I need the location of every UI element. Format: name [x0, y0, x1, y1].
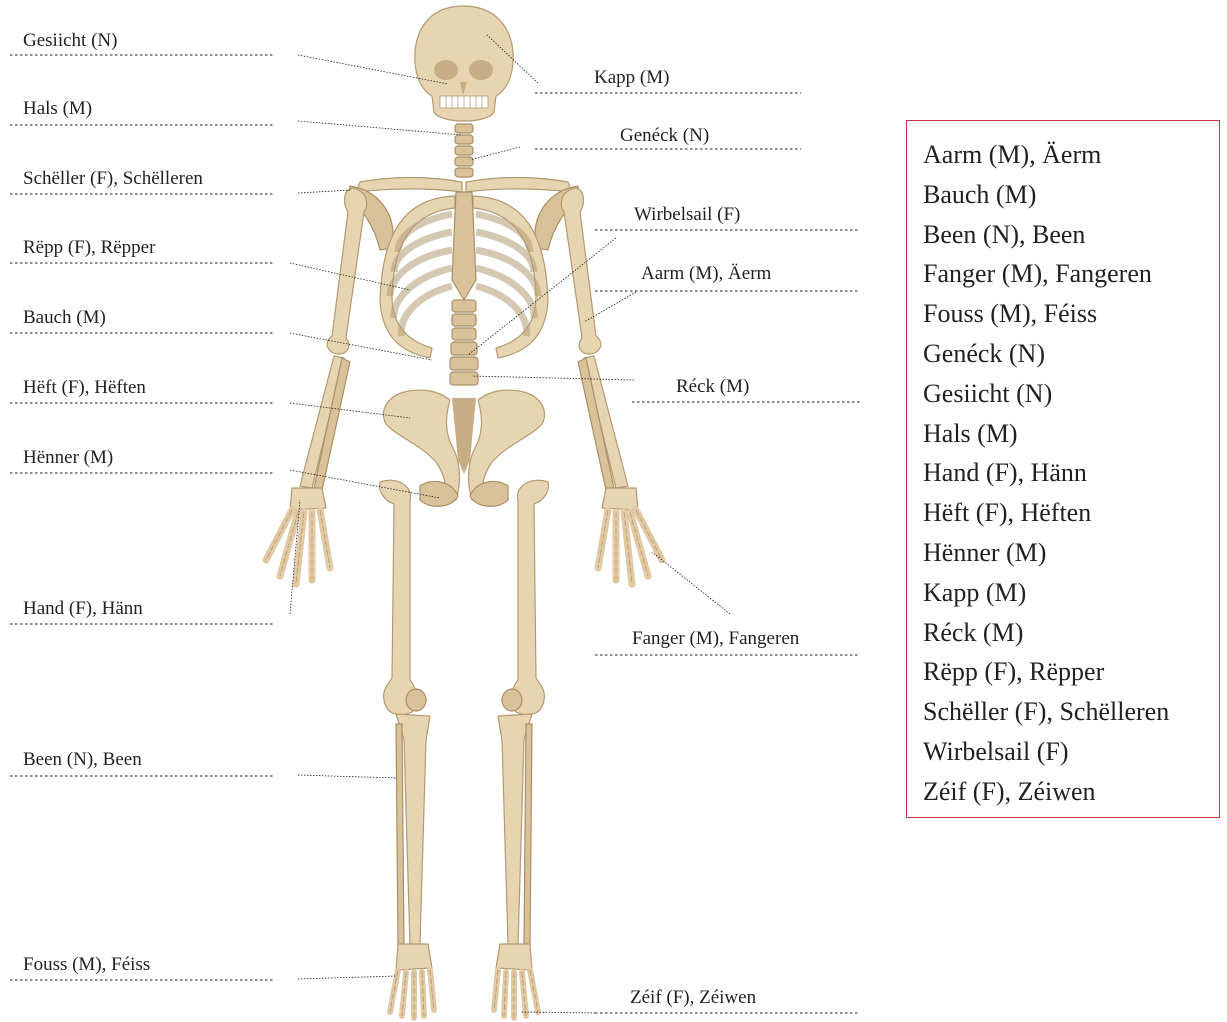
label-henner: Hënner (M) — [23, 447, 113, 468]
cervical-spine — [455, 124, 473, 177]
leader-been — [298, 775, 396, 778]
label-heft: Hëft (F), Hëften — [23, 377, 146, 398]
word-bank-item: Genéck (N) — [923, 334, 1219, 374]
word-bank-item: Zéif (F), Zéiwen — [923, 772, 1219, 812]
right-leg — [494, 480, 548, 1018]
word-bank-item: Hand (F), Hänn — [923, 453, 1219, 493]
label-wirbelsail: Wirbelsail (F) — [634, 204, 740, 225]
word-bank-item: Réck (M) — [923, 613, 1219, 653]
label-been: Been (N), Been — [23, 749, 142, 770]
word-bank-item: Wirbelsail (F) — [923, 732, 1219, 772]
skull — [415, 6, 513, 121]
leader-hals — [298, 121, 462, 135]
word-bank-item: Hënner (M) — [923, 533, 1219, 573]
word-bank-item: Hals (M) — [923, 414, 1219, 454]
label-reck: Réck (M) — [676, 376, 749, 397]
leader-reck — [472, 376, 634, 380]
label-zeif: Zéif (F), Zéiwen — [630, 987, 757, 1008]
leader-zeif — [520, 1012, 595, 1013]
word-bank-item: Schëller (F), Schëlleren — [923, 692, 1219, 732]
left-arm — [266, 188, 367, 584]
leader-fouss — [298, 976, 396, 979]
lumbar-spine — [450, 300, 478, 385]
word-bank-item: Kapp (M) — [923, 573, 1219, 613]
label-hals: Hals (M) — [23, 98, 92, 119]
label-hand: Hand (F), Hänn — [23, 598, 143, 619]
word-bank-item: Gesiicht (N) — [923, 374, 1219, 414]
label-gesiicht: Gesiicht (N) — [23, 30, 117, 51]
label-kapp: Kapp (M) — [594, 67, 669, 88]
label-fanger: Fanger (M), Fangeren — [632, 628, 800, 649]
label-aarm: Aarm (M), Äerm — [641, 263, 772, 284]
word-bank-item: Been (N), Been — [923, 215, 1219, 255]
label-bauch: Bauch (M) — [23, 307, 106, 328]
leader-scheller — [298, 190, 352, 193]
word-bank-item: Bauch (M) — [923, 175, 1219, 215]
right-arm — [561, 188, 662, 584]
label-repp: Rëpp (F), Rëpper — [23, 237, 156, 258]
label-geneck: Genéck (N) — [620, 125, 709, 146]
word-bank-item: Fouss (M), Féiss — [923, 294, 1219, 334]
word-bank-item: Aarm (M), Äerm — [923, 135, 1219, 175]
word-bank-item: Hëft (F), Hëften — [923, 493, 1219, 533]
word-bank-item: Rëpp (F), Rëpper — [923, 652, 1219, 692]
left-leg — [380, 480, 434, 1018]
leader-geneck — [470, 147, 520, 160]
word-bank-item: Fanger (M), Fangeren — [923, 254, 1219, 294]
leader-fanger — [652, 552, 730, 614]
skeleton-illustration — [266, 6, 662, 1018]
label-scheller: Schëller (F), Schëlleren — [23, 168, 203, 189]
label-fouss: Fouss (M), Féiss — [23, 954, 150, 975]
